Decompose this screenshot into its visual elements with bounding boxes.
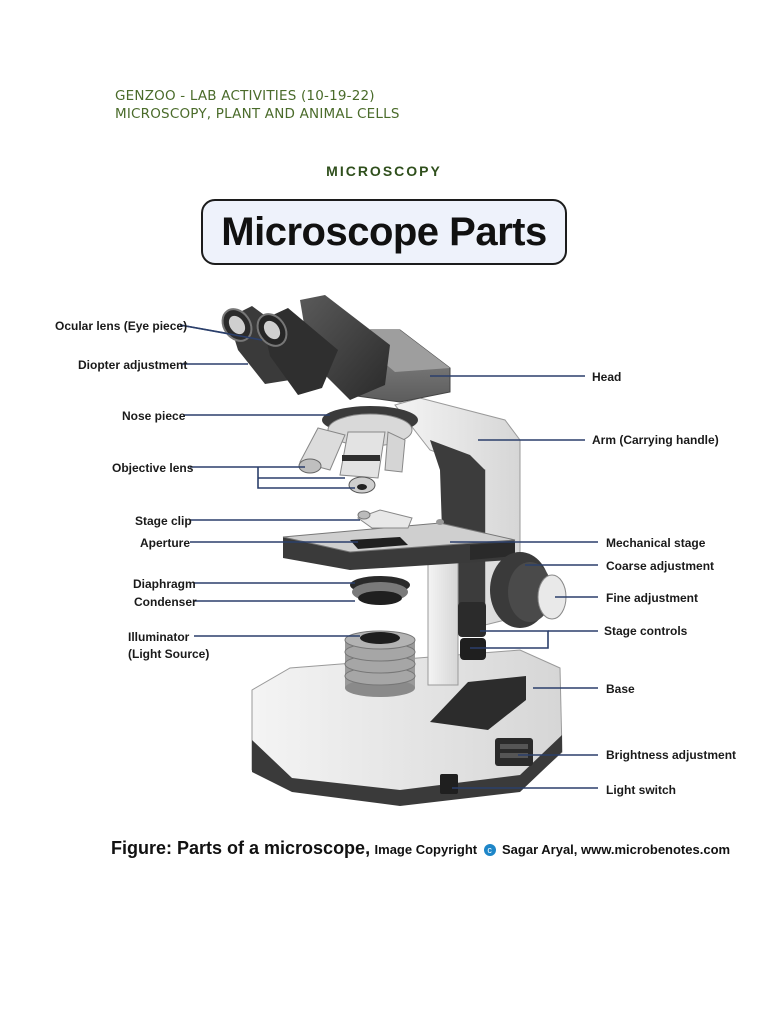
- label-light-source: (Light Source): [128, 647, 210, 661]
- caption-main: Figure: Parts of a microscope,: [111, 838, 371, 858]
- label-arm: Arm (Carrying handle): [592, 433, 719, 447]
- head-part: [300, 295, 451, 403]
- label-condenser: Condenser: [134, 595, 197, 609]
- label-stage-controls: Stage controls: [604, 624, 688, 638]
- label-base: Base: [606, 682, 635, 696]
- leader-lines: [179, 324, 598, 789]
- label-head: Head: [592, 370, 622, 384]
- condenser-part: [350, 576, 410, 605]
- label-light-switch: Light switch: [606, 783, 676, 797]
- header-line-2: MICROSCOPY, PLANT AND ANIMAL CELLS: [115, 106, 400, 122]
- label-illuminator: Illuminator: [128, 630, 190, 644]
- banner: Microscope Parts: [201, 199, 567, 265]
- section-title: MICROSCOPY: [326, 163, 442, 179]
- label-ocular-lens: Ocular lens (Eye piece): [55, 319, 188, 333]
- stage-part: [282, 509, 516, 570]
- banner-title: Microscope Parts: [221, 209, 547, 254]
- label-coarse-adjustment: Coarse adjustment: [606, 559, 715, 573]
- caption-copyright-label: Image Copyright: [374, 842, 478, 857]
- label-diaphragm: Diaphragm: [133, 577, 196, 591]
- adjustment-knobs-part: [458, 552, 567, 660]
- label-diopter-adjustment: Diopter adjustment: [78, 358, 188, 372]
- figure-caption: Figure: Parts of a microscope, Image Cop…: [111, 838, 730, 859]
- label-mechanical-stage: Mechanical stage: [606, 536, 706, 550]
- label-aperture: Aperture: [140, 536, 191, 550]
- nosepiece-part: [298, 406, 418, 494]
- label-objective-lens: Objective lens: [112, 461, 194, 475]
- label-stage-clip: Stage clip: [135, 514, 192, 528]
- label-fine-adjustment: Fine adjustment: [606, 591, 699, 605]
- caption-credit: Sagar Aryal, www.microbenotes.com: [502, 842, 731, 857]
- illuminator-part: [344, 630, 416, 697]
- eyepieces-part: [221, 306, 338, 395]
- copyright-icon: c: [483, 844, 496, 856]
- label-nose-piece: Nose piece: [122, 409, 186, 423]
- header-line-1: GENZOO - LAB ACTIVITIES (10-19-22): [115, 88, 375, 104]
- label-brightness-adjustment: Brightness adjustment: [606, 748, 737, 762]
